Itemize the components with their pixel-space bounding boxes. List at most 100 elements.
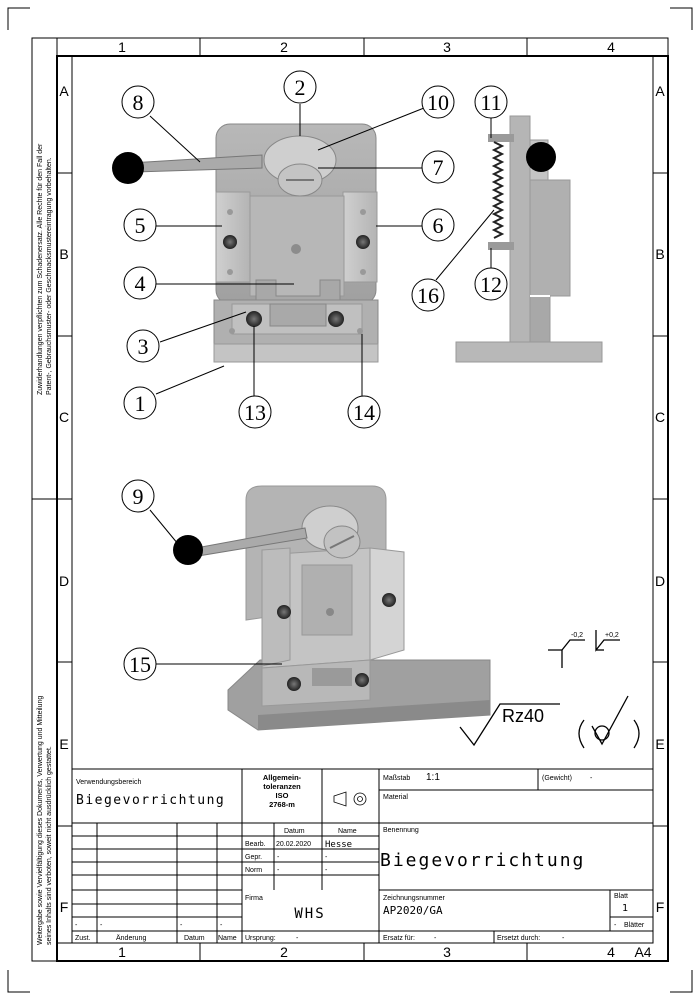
replaced-by-value: - [562, 935, 565, 942]
rev-aenderung: Änderung [116, 934, 146, 942]
balloon-label: 2 [295, 75, 306, 100]
balloon-5: 5 [123, 208, 157, 242]
weight-value: - [590, 775, 593, 782]
side-notes: Zuwiderhandlungen verpflichten zum Schad… [37, 143, 53, 945]
balloon-label: 1 [135, 391, 146, 416]
balloon-12: 12 [474, 267, 508, 301]
row-label: C [59, 409, 69, 425]
balloon-9: 9 [121, 479, 155, 513]
row-label: D [655, 573, 665, 589]
row-label: C [655, 409, 665, 425]
sheet-label: Blatt [614, 893, 628, 900]
col-label: 2 [280, 39, 288, 55]
row-labels-right: A B C D E F [655, 83, 665, 915]
rev-name: Name [218, 935, 237, 942]
balloon-label: 6 [433, 213, 444, 238]
usage-label: Verwendungsbereich [76, 779, 141, 786]
front-view [112, 123, 379, 363]
balloon-8: 8 [121, 85, 155, 119]
balloon-label: 13 [244, 400, 266, 425]
balloon-label: 10 [427, 90, 449, 115]
material-label: Material [383, 794, 408, 801]
drawing-no-label: Zeichnungsnummer [383, 895, 446, 902]
col-label: 3 [443, 39, 451, 55]
tolerance-line-3: ISO [276, 791, 289, 800]
usage-value: Biegevorrichtung [76, 793, 225, 808]
sheet-value: 1 [622, 903, 628, 914]
bearb-date: 20.02.2020 [276, 841, 311, 848]
origin-value: - [296, 935, 299, 942]
col-label: 1 [118, 944, 126, 960]
col-label: 4 [607, 944, 615, 960]
drawing-no-value: AP2020/GA [383, 904, 443, 917]
balloon-label: 14 [353, 400, 375, 425]
title-block [71, 768, 654, 944]
roughness-symbol [459, 703, 560, 747]
tolerance-line-2: toleranzen [263, 782, 301, 791]
gepr-name: - [325, 854, 328, 861]
firm-value: WHS [294, 906, 325, 922]
gepr-date: - [277, 854, 280, 861]
row-label: E [655, 736, 664, 752]
side-note-bottom-1: Weitergabe sowie Vervielfältigung dieses… [37, 696, 44, 945]
title-block-text: Verwendungsbereich Biegevorrichtung Allg… [75, 772, 645, 942]
side-note-top-2: Patent-, Gebrauchsmuster- oder Geschmack… [46, 157, 53, 395]
crop-marks [7, 7, 693, 993]
leader-lines [149, 104, 495, 665]
rev-dash-4: - [220, 922, 223, 929]
row-label: B [655, 246, 664, 262]
balloon-label: 9 [133, 484, 144, 509]
row-label: B [59, 246, 68, 262]
scale-label: Maßstab [383, 775, 410, 782]
replaces-label: Ersatz für: [383, 935, 415, 942]
rev-dash-3: - [180, 922, 183, 929]
balloon-4: 4 [123, 266, 157, 300]
balloon-label: 11 [480, 90, 501, 115]
norm-label: Norm [245, 867, 262, 874]
side-note-top-1: Zuwiderhandlungen verpflichten zum Schad… [37, 143, 44, 395]
bearb-label: Bearb. [245, 841, 266, 848]
balloon-14: 14 [347, 395, 381, 429]
projection-symbol [333, 791, 367, 807]
bearb-name: Hesse [325, 840, 352, 850]
row-label: D [59, 573, 69, 589]
isometric-view [173, 485, 491, 731]
balloon-13: 13 [238, 395, 272, 429]
column-labels-bottom: 1 2 3 4 A4 [118, 944, 652, 960]
balloon-label: 7 [433, 155, 444, 180]
col-label: 1 [118, 39, 126, 55]
balloon-10: 10 [421, 85, 455, 119]
balloon-7: 7 [421, 150, 455, 184]
sheets-label: Blätter [624, 922, 645, 929]
balloon-2: 2 [283, 70, 317, 104]
balloons: 1 2 3 4 5 6 7 8 9 10 11 12 13 14 15 16 [121, 70, 508, 681]
row-label: A [655, 83, 665, 99]
tolerance-symbols [548, 630, 620, 668]
side-note-bottom-2: seines Inhalts sind verboten, soweit nic… [46, 746, 53, 945]
rev-dash-2: - [100, 922, 103, 929]
row-label: E [59, 736, 68, 752]
date-header: Datum [284, 828, 305, 835]
balloon-6: 6 [421, 208, 455, 242]
weight-label: (Gewicht) [542, 775, 572, 782]
col-label: 3 [443, 944, 451, 960]
side-view [455, 115, 603, 363]
row-labels-left: A B C D E F [59, 83, 69, 915]
norm-date: - [277, 867, 280, 874]
balloon-label: 12 [480, 272, 502, 297]
scale-value: 1:1 [426, 772, 440, 783]
balloon-label: 4 [135, 271, 146, 296]
row-label: F [60, 899, 69, 915]
title-value: Biegevorrichtung [380, 850, 585, 871]
balloon-3: 3 [126, 329, 160, 363]
rev-zust: Zust. [75, 935, 91, 942]
tolerance-line-4: 2768-m [269, 800, 295, 809]
col-label: 4 [607, 39, 615, 55]
row-label: A [59, 83, 69, 99]
name-header: Name [338, 828, 357, 835]
replaced-by-label: Ersetzt durch: [497, 935, 540, 942]
balloon-16: 16 [411, 278, 445, 312]
balloon-label: 8 [133, 90, 144, 115]
balloon-11: 11 [474, 85, 508, 119]
balloon-label: 16 [417, 283, 439, 308]
